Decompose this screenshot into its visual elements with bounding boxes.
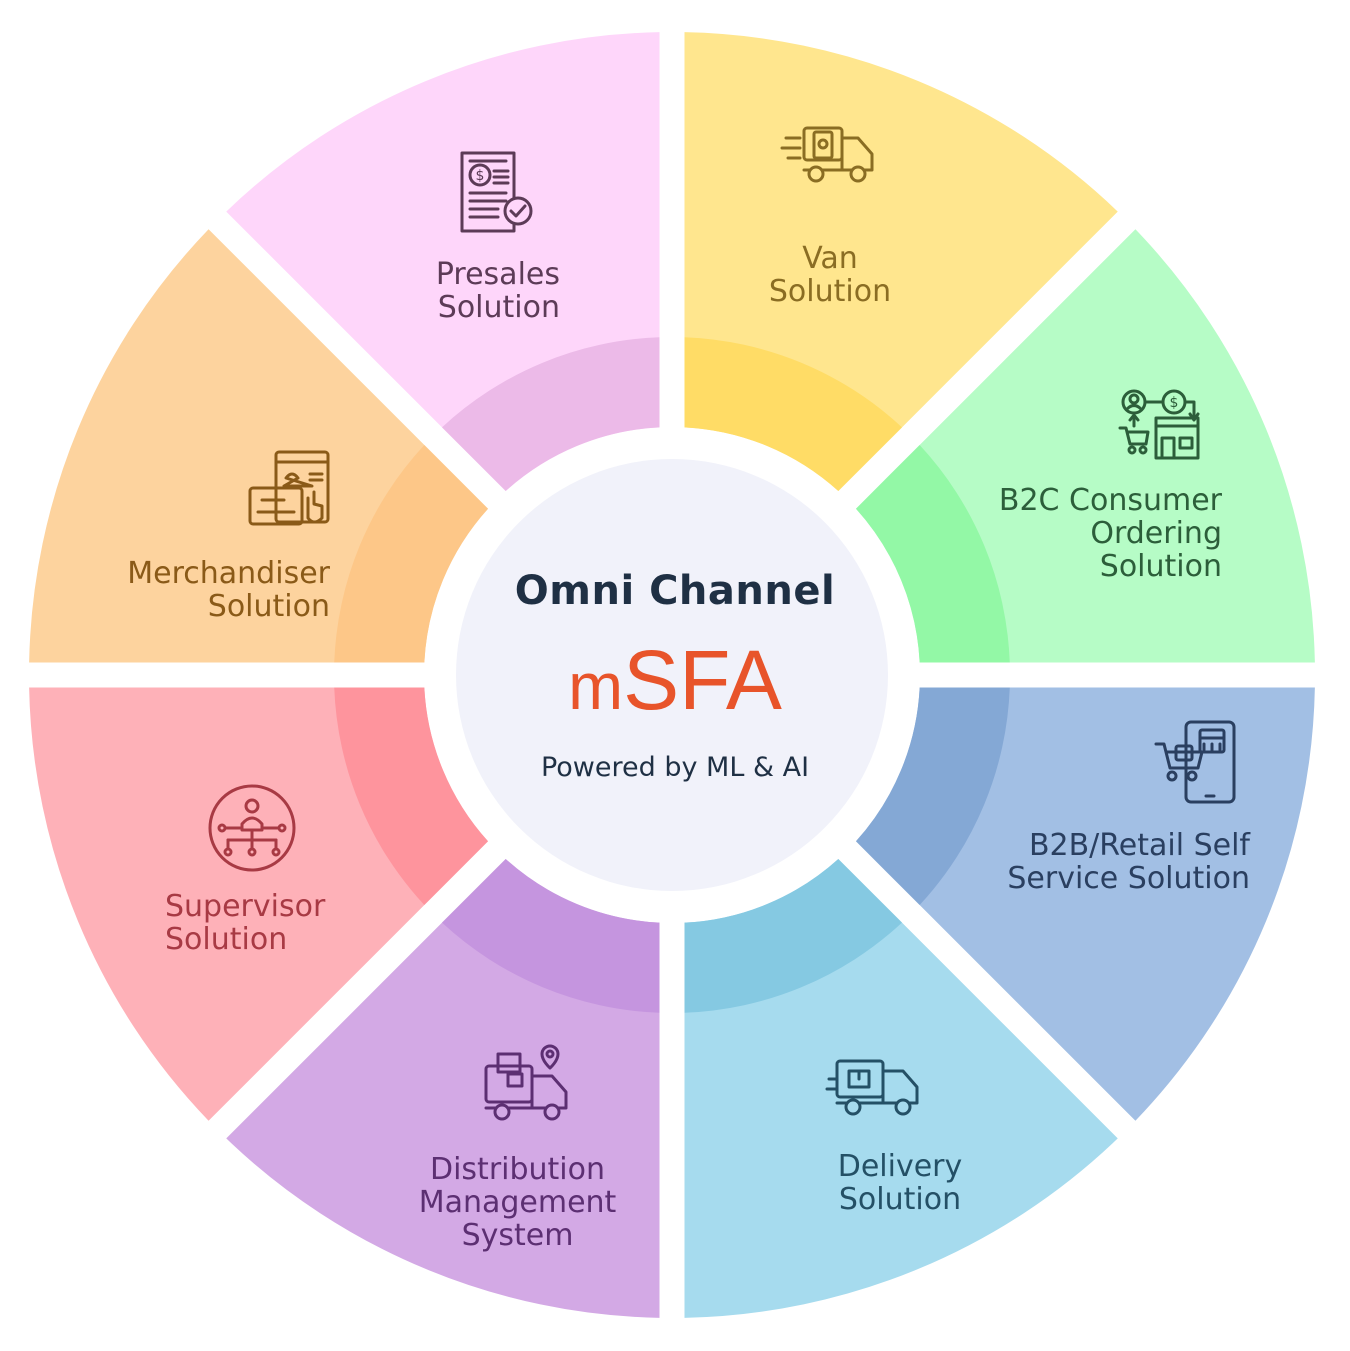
supervisor-network-icon (208, 784, 296, 872)
presales-segment-inner-band (441, 337, 660, 492)
brand-logo-text: mSFA (455, 630, 895, 736)
invoice-checkmark-icon: $ (460, 151, 533, 233)
presales-label-line: Presales (435, 257, 560, 292)
center-circle (456, 459, 888, 891)
b2c-segment-inner-band (855, 444, 1010, 663)
b2c-label-line: Ordering (1090, 516, 1222, 551)
b2c-label-line: B2C Consumer (998, 483, 1222, 518)
delivery-truck-phone-icon (780, 126, 874, 183)
delivery-label-line: Solution (838, 1182, 962, 1217)
distribution-label-line: System (461, 1218, 574, 1253)
center-title: Omni Channel (514, 568, 836, 614)
distribution-label-line: Distribution (429, 1152, 606, 1187)
tablet-cart-store-icon (1154, 720, 1236, 804)
supervisor-label-line: Solution (165, 922, 288, 957)
presales-label-line: Solution (437, 290, 560, 325)
merchandiser-segment-inner-band (334, 444, 489, 663)
van-segment-inner-band (684, 337, 903, 492)
b2b-segment-inner-band (855, 687, 1010, 906)
distribution-truck-location-icon (484, 1044, 568, 1121)
consumer-order-store-icon: $ (1118, 389, 1200, 460)
b2b-label-line: B2B/Retail Self (1028, 828, 1250, 863)
center-tagline: Powered by ML & AI (540, 752, 810, 783)
delivery-label-line: Delivery (837, 1149, 963, 1184)
supervisor-label-line: Supervisor (165, 889, 326, 924)
b2c-label-line: Solution (1099, 549, 1222, 584)
merchandiser-display-icon (248, 450, 330, 526)
supervisor-segment-inner-band (334, 687, 489, 906)
svg-text:$: $ (1170, 395, 1179, 411)
merchandiser-label-line: Merchandiser (127, 556, 330, 591)
distribution-segment-inner-band (441, 858, 660, 1013)
van-label-line: Van (802, 241, 858, 276)
delivery-van-box-icon (825, 1059, 919, 1116)
svg-text:$: $ (476, 168, 485, 184)
distribution-label-line: Management (418, 1185, 617, 1220)
van-label-line: Solution (768, 274, 892, 309)
brand-prefix: m (568, 649, 624, 723)
delivery-segment-inner-band (684, 858, 903, 1013)
merchandiser-label-line: Solution (207, 589, 330, 624)
brand-main: SFA (623, 633, 782, 727)
b2b-label-line: Service Solution (1007, 861, 1250, 896)
